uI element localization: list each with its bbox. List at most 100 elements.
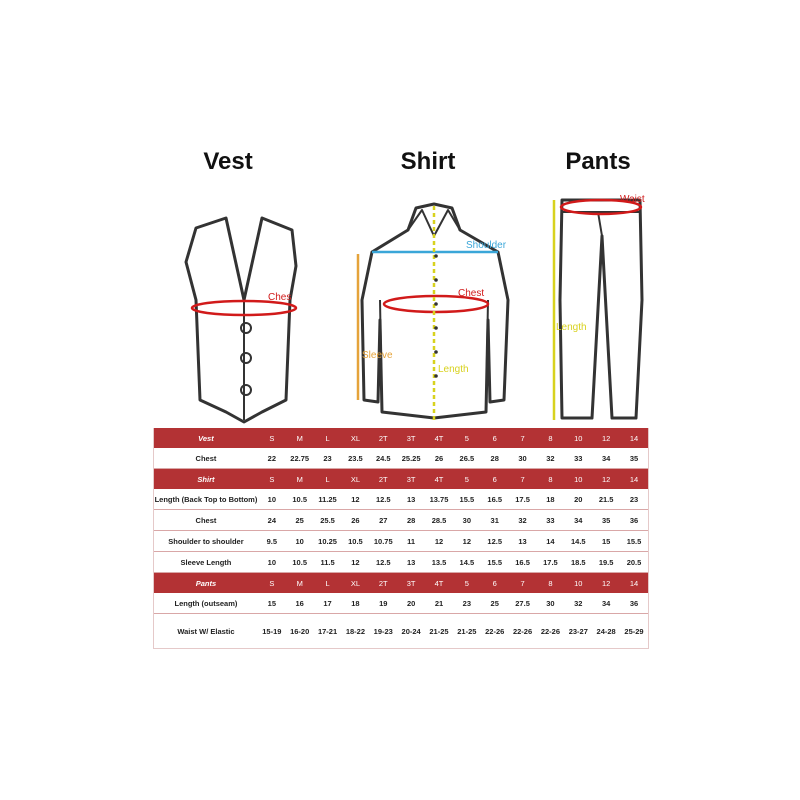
table-cell: 16-20 xyxy=(290,626,310,636)
table-cell: 3T xyxy=(406,474,416,484)
table-cell: 12 xyxy=(462,536,472,546)
table-cell: 30 xyxy=(462,515,472,525)
table-cell: 10 xyxy=(574,474,583,484)
table-cell: 14 xyxy=(546,536,555,546)
shirt-buttons xyxy=(434,254,438,378)
table-cell: 32 xyxy=(546,453,555,463)
table-cell: 30 xyxy=(546,598,555,608)
vest-button-icon xyxy=(240,384,252,396)
table-cell: 18.5 xyxy=(570,557,586,567)
table-cell: 10.75 xyxy=(373,536,393,546)
shirt-heading: Shirt xyxy=(400,148,456,175)
table-cell: 10 xyxy=(267,494,276,504)
table-cell: 15 xyxy=(601,536,611,546)
table-cell: 6 xyxy=(492,433,497,443)
table-cell: 19-23 xyxy=(373,626,393,636)
table-cell: 10.5 xyxy=(292,557,307,567)
table-cell: 20 xyxy=(406,598,416,608)
row-label: Sleeve Length xyxy=(180,557,232,567)
table-cell: XL xyxy=(350,578,360,588)
table-cell: 23-27 xyxy=(568,626,588,636)
vest-chest-label: Ches xyxy=(268,292,291,303)
table-cell: 15 xyxy=(267,598,276,608)
table-cell: 23 xyxy=(462,598,472,608)
table-cell: 34 xyxy=(574,515,583,525)
table-cell: 25 xyxy=(295,515,304,525)
table-cell: 22-26 xyxy=(512,626,533,636)
table-cell: 19 xyxy=(379,598,388,608)
table-cell: 26 xyxy=(351,515,360,525)
table-cell: 23 xyxy=(323,453,332,463)
table-cell: 4T xyxy=(434,433,444,443)
table-cell: 4T xyxy=(434,474,444,484)
pants-waist-measure xyxy=(559,198,643,216)
table-cell: S xyxy=(269,474,275,484)
table-cell: 5 xyxy=(464,578,469,588)
table-cell: 15-19 xyxy=(262,626,282,636)
table-cell: 9.5 xyxy=(266,536,278,546)
table-cell: 36 xyxy=(629,515,639,525)
table-cell: 27 xyxy=(379,515,388,525)
pants-heading: Pants xyxy=(565,148,631,175)
table-cell: 16.5 xyxy=(515,557,530,567)
table-cell: 25.25 xyxy=(401,453,421,463)
table-cell: 21-25 xyxy=(457,626,477,636)
table-cell: 20-24 xyxy=(401,626,421,636)
table-cell: 2T xyxy=(378,474,388,484)
table-cell: 14 xyxy=(629,474,639,484)
table-cell: 33 xyxy=(546,515,555,525)
table-cell: 15.5 xyxy=(487,557,503,567)
table-cell: 14 xyxy=(629,578,639,588)
pants-waist-label: Waist xyxy=(620,194,645,205)
table-cell: 7 xyxy=(520,433,525,443)
table-cell: 21 xyxy=(434,598,444,608)
table-cell: L xyxy=(325,474,330,484)
table-cell: 28 xyxy=(406,515,416,525)
table-cell: 5 xyxy=(464,433,469,443)
table-cell: 10 xyxy=(267,557,276,567)
table-cell: 34 xyxy=(601,453,611,463)
table-cell: 13 xyxy=(406,557,416,567)
vest-button-icon xyxy=(240,322,252,334)
table-cell: 12.5 xyxy=(487,536,503,546)
table-cell: 10 xyxy=(295,536,304,546)
table-cell: 24.5 xyxy=(375,453,391,463)
row-label: Length (outseam) xyxy=(174,598,238,608)
table-cell: 25.5 xyxy=(320,515,335,525)
table-cell: 30 xyxy=(518,453,527,463)
row-label: Shirt xyxy=(197,474,215,484)
row-label: Vest xyxy=(198,433,214,443)
table-cell: 10 xyxy=(574,433,583,443)
table-cell: 14 xyxy=(629,433,639,443)
table-cell: 23 xyxy=(629,494,639,504)
table-cell: 8 xyxy=(548,578,553,588)
table-cell: 12 xyxy=(351,494,360,504)
table-cell: 20 xyxy=(574,494,583,504)
row-label: Waist W/ Elastic xyxy=(177,626,235,636)
table-cell: 16 xyxy=(295,598,304,608)
shirt-length-label: Length xyxy=(438,364,469,375)
table-cell: 6 xyxy=(492,474,497,484)
table-cell: S xyxy=(269,433,275,443)
vest-illustration xyxy=(184,216,298,424)
table-cell: 31 xyxy=(490,515,499,525)
table-cell: 8 xyxy=(548,474,553,484)
table-cell: 10.5 xyxy=(292,494,307,504)
table-cell: 28.5 xyxy=(431,515,447,525)
table-cell: 22.75 xyxy=(290,453,310,463)
table-cell: 3T xyxy=(406,578,416,588)
table-cell: 19.5 xyxy=(598,557,614,567)
table-cell: 11.25 xyxy=(318,494,337,504)
table-cell: 36 xyxy=(629,598,639,608)
pants-illustration xyxy=(558,198,644,420)
table-cell: 11.5 xyxy=(320,557,335,567)
table-cell: 7 xyxy=(520,578,525,588)
